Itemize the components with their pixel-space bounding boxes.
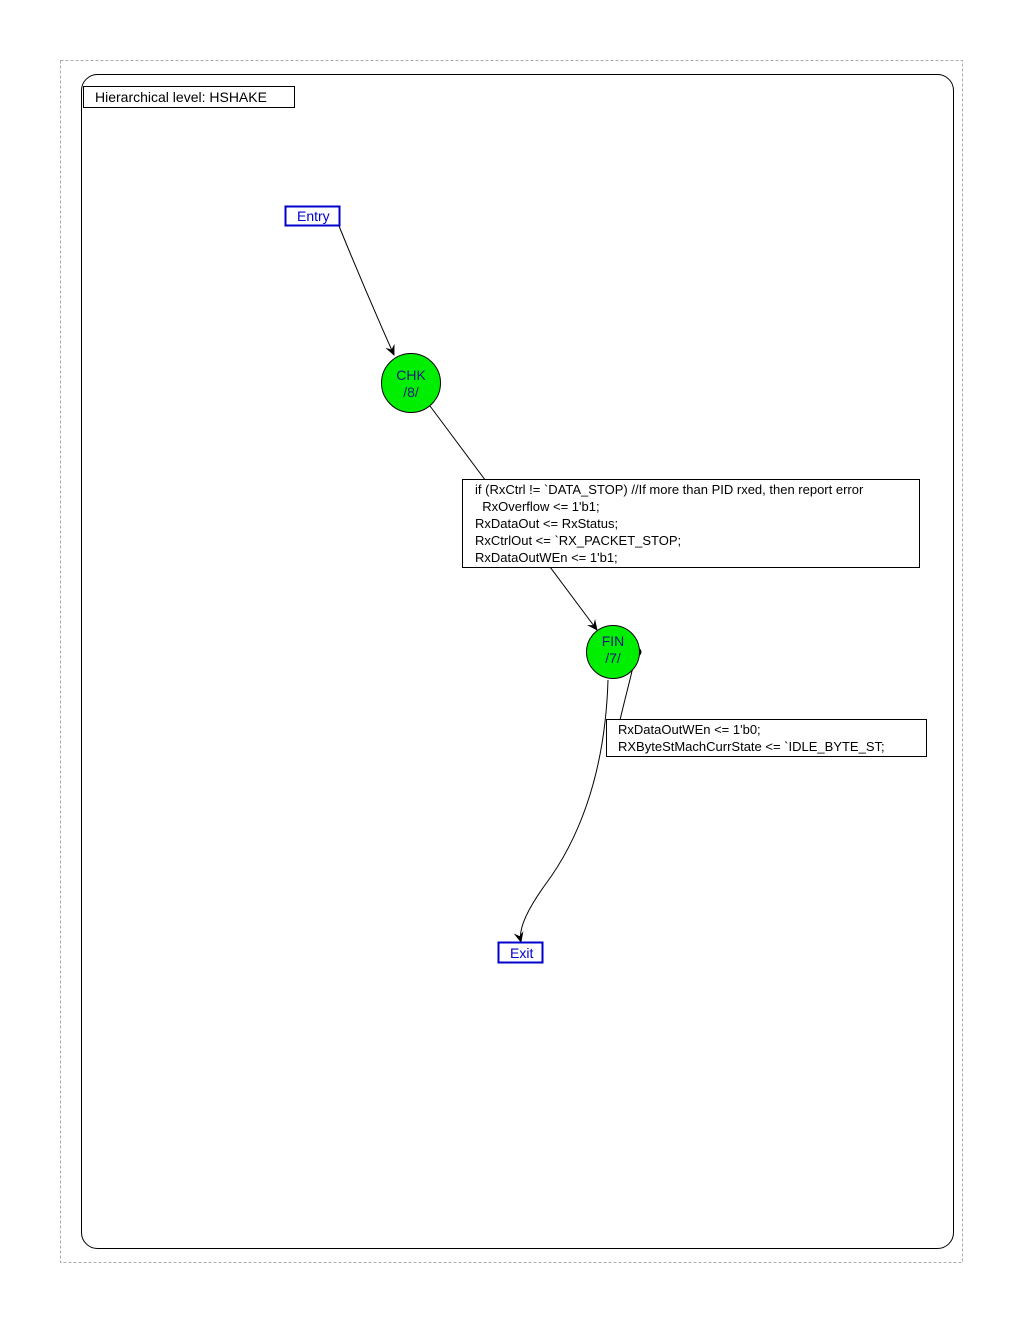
transition-fin-exit xyxy=(513,679,609,943)
state-chk-name: CHK xyxy=(396,367,426,383)
hierarchy-boundary xyxy=(81,74,954,1249)
level-label: Hierarchical level: HSHAKE xyxy=(95,89,267,105)
action-line: RXByteStMachCurrState <= `IDLE_BYTE_ST; xyxy=(618,739,885,754)
exit-label: Exit xyxy=(510,945,533,961)
action-line: RxCtrlOut <= `RX_PACKET_STOP; xyxy=(475,533,681,548)
state-fin-code: /7/ xyxy=(605,650,621,666)
action-line: if (RxCtrl != `DATA_STOP) //If more than… xyxy=(475,482,864,497)
transition-entry-chk xyxy=(338,225,395,356)
action-line: RxOverflow <= 1'b1; xyxy=(475,499,600,514)
state-fin-name: FIN xyxy=(602,633,625,649)
action-box-chk-fin: if (RxCtrl != `DATA_STOP) //If more than… xyxy=(462,479,920,568)
state-fin[interactable]: FIN /7/ xyxy=(586,625,640,679)
action-line: RxDataOut <= RxStatus; xyxy=(475,516,618,531)
action-line: RxDataOutWEn <= 1'b1; xyxy=(475,550,618,565)
state-chk[interactable]: CHK /8/ xyxy=(381,353,441,413)
action-box-fin-exit: RxDataOutWEn <= 1'b0; RXByteStMachCurrSt… xyxy=(606,719,927,757)
action-line: RxDataOutWEn <= 1'b0; xyxy=(618,722,761,737)
state-chk-code: /8/ xyxy=(403,384,419,400)
entry-label: Entry xyxy=(297,208,330,224)
outer-frame xyxy=(60,60,963,1263)
entry-node[interactable]: Entry xyxy=(284,205,341,227)
level-label-box: Hierarchical level: HSHAKE xyxy=(83,86,295,108)
exit-node[interactable]: Exit xyxy=(497,941,544,964)
